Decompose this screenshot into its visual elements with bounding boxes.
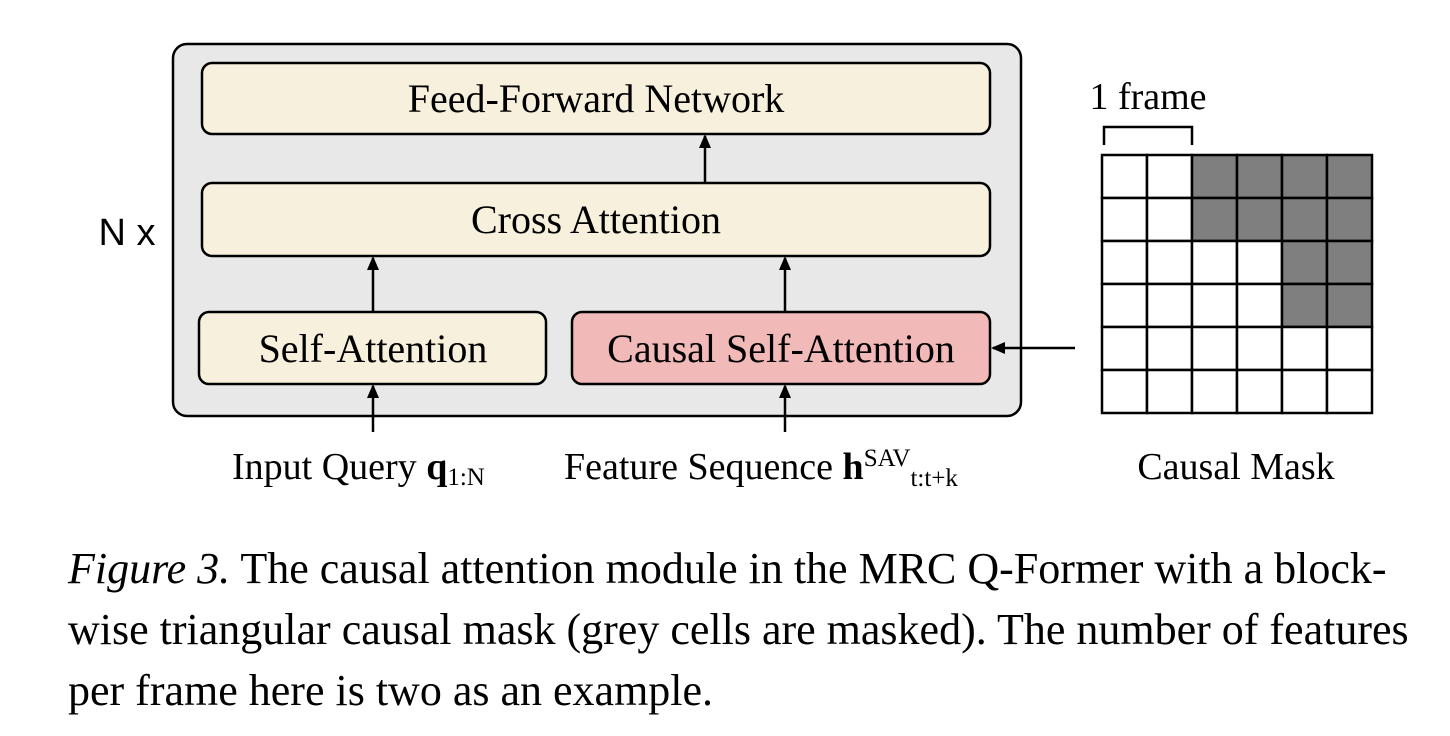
mask-cell-masked: [1325, 239, 1374, 286]
input-query-symbol: q: [426, 446, 447, 488]
mask-cell-visible: [1190, 368, 1239, 415]
causal-mask-title: Causal Mask: [1137, 446, 1334, 488]
self-attention-block: Self-Attention: [197, 310, 548, 386]
mask-cell-masked: [1325, 196, 1374, 243]
feature-sequence-prefix: Feature Sequence: [564, 446, 843, 488]
mask-cell-visible: [1100, 196, 1149, 243]
mask-cell-visible: [1235, 239, 1284, 286]
mask-cell-visible: [1190, 239, 1239, 286]
feature-sequence-subscript: t:t+k: [910, 465, 958, 492]
mask-cell-masked: [1190, 196, 1239, 243]
feed-forward-label: Feed-Forward Network: [408, 76, 785, 121]
frame-bracket: [1102, 125, 1194, 145]
mask-cell-visible: [1145, 368, 1194, 415]
causal-self-attention-label: Causal Self-Attention: [607, 326, 955, 371]
mask-cell-masked: [1280, 196, 1329, 243]
feature-sequence-symbol: h: [843, 446, 864, 488]
mask-cell-masked: [1280, 282, 1329, 329]
mask-cell-visible: [1280, 368, 1329, 415]
mask-cell-visible: [1235, 368, 1284, 415]
figure-caption: Figure 3. The causal attention module in…: [68, 538, 1438, 721]
mask-cell-visible: [1235, 325, 1284, 372]
mask-cell-masked: [1235, 153, 1284, 200]
input-query-subscript: 1:N: [447, 464, 485, 491]
mask-cell-visible: [1325, 325, 1374, 372]
mask-cell-visible: [1100, 368, 1149, 415]
mask-cell-visible: [1100, 239, 1149, 286]
mask-cell-visible: [1235, 282, 1284, 329]
mask-cell-masked: [1325, 282, 1374, 329]
input-query-prefix: Input Query: [232, 446, 426, 488]
layer-repeat-label: N x: [99, 212, 156, 254]
mask-cell-masked: [1235, 196, 1284, 243]
mask-cell-masked: [1280, 239, 1329, 286]
feature-sequence-label: Feature Sequence hSAVt:t+k: [564, 445, 958, 492]
feed-forward-block: Feed-Forward Network: [200, 61, 992, 136]
cross-attention-label: Cross Attention: [471, 197, 721, 242]
figure-caption-text: The causal attention module in the MRC Q…: [68, 544, 1409, 715]
mask-cell-visible: [1190, 325, 1239, 372]
mask-cell-masked: [1190, 153, 1239, 200]
mask-cell-visible: [1145, 239, 1194, 286]
mask-cell-visible: [1100, 325, 1149, 372]
mask-cell-masked: [1325, 153, 1374, 200]
mask-cell-masked: [1280, 153, 1329, 200]
mask-cell-visible: [1145, 282, 1194, 329]
feature-sequence-superscript: SAV: [864, 445, 911, 472]
mask-cell-visible: [1145, 153, 1194, 200]
self-attention-label: Self-Attention: [259, 326, 488, 371]
frame-label: 1 frame: [1089, 76, 1206, 118]
mask-cell-visible: [1190, 282, 1239, 329]
causal-self-attention-block: Causal Self-Attention: [570, 310, 992, 386]
mask-cell-visible: [1280, 325, 1329, 372]
causal-mask-grid: [1100, 153, 1374, 415]
cross-attention-block: Cross Attention: [200, 181, 992, 258]
figure-caption-label: Figure 3.: [68, 544, 231, 593]
mask-cell-visible: [1100, 282, 1149, 329]
mask-cell-visible: [1145, 196, 1194, 243]
mask-cell-visible: [1100, 153, 1149, 200]
input-query-label: Input Query q1:N: [232, 446, 485, 491]
mask-cell-visible: [1145, 325, 1194, 372]
mask-cell-visible: [1325, 368, 1374, 415]
